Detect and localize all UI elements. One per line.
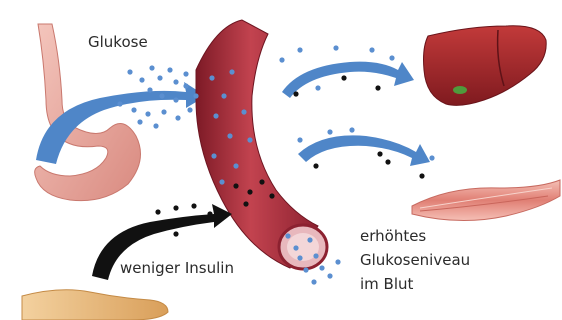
glucose-dot [173, 79, 178, 84]
glucose-dot [219, 179, 224, 184]
insulin-label: weniger Insulin [120, 258, 234, 278]
insulin-dot [191, 203, 196, 208]
glucose-dot [315, 85, 320, 90]
glucose-dot [303, 267, 308, 272]
blood-glucose-level-line-2: Glukoseniveau [360, 248, 470, 272]
insulin-dot [243, 201, 248, 206]
glucose-dot [429, 155, 434, 160]
blood-vessel-icon [196, 20, 327, 269]
insulin-dot [377, 151, 382, 156]
glucose-dot [209, 75, 214, 80]
glucose-dot [173, 97, 178, 102]
glucose-dot [297, 47, 302, 52]
insulin-dot [173, 231, 178, 236]
glucose-dot [131, 107, 136, 112]
blood-glucose-level-label: erhöhtes Glukoseniveau im Blut [360, 224, 470, 296]
insulin-dot [341, 75, 346, 80]
glucose-dot [313, 253, 318, 258]
glucose-dot [139, 77, 144, 82]
glucose-dot [293, 245, 298, 250]
glucose-dot [147, 87, 152, 92]
glucose-dot [167, 67, 172, 72]
insulin-dot [419, 173, 424, 178]
glucose-dot [247, 137, 252, 142]
glucose-dot [117, 101, 122, 106]
glucose-dot [227, 133, 232, 138]
insulin-dot [247, 189, 252, 194]
glucose-dot [211, 153, 216, 158]
insulin-dot [375, 85, 380, 90]
glucose-dot [333, 45, 338, 50]
blood-glucose-level-line-1: erhöhtes [360, 224, 470, 248]
glucose-dot [369, 47, 374, 52]
glucose-dot [127, 69, 132, 74]
glucose-dot [187, 107, 192, 112]
glucose-dot [161, 109, 166, 114]
glucose-dot [149, 65, 154, 70]
insulin-dot [173, 205, 178, 210]
glucose-dot [229, 69, 234, 74]
glucose-dot [221, 93, 226, 98]
glucose-dot [153, 123, 158, 128]
insulin-dot [155, 209, 160, 214]
glucose-dot [307, 237, 312, 242]
glucose-dot [297, 137, 302, 142]
glucose-dot [157, 75, 162, 80]
glucose-dot [241, 109, 246, 114]
pancreas-icon [22, 290, 168, 320]
glucose-dot [193, 93, 198, 98]
insulin-dot [293, 91, 298, 96]
glucose-dot [285, 233, 290, 238]
glucose-dot [319, 265, 324, 270]
insulin-dot [259, 179, 264, 184]
muscle-arrow [298, 135, 430, 166]
glucose-dot [145, 111, 150, 116]
glucose-dot [311, 279, 316, 284]
glucose-dot [349, 127, 354, 132]
glucose-dot [297, 255, 302, 260]
insulin-dot [269, 193, 274, 198]
liver-arrow [282, 62, 414, 98]
glucose-label: Glukose [88, 32, 148, 52]
glucose-dot [279, 57, 284, 62]
insulin-dot [233, 183, 238, 188]
glucose-dot [159, 93, 164, 98]
glucose-dot [327, 129, 332, 134]
glucose-dot [389, 55, 394, 60]
glucose-dot [137, 119, 142, 124]
blood-glucose-level-line-3: im Blut [360, 272, 470, 296]
glucose-dot [233, 163, 238, 168]
insulin-dot [385, 159, 390, 164]
insulin-dot [207, 211, 212, 216]
glucose-dot [183, 83, 188, 88]
muscle-icon [412, 180, 560, 221]
liver-icon [424, 26, 547, 106]
insulin-dot [313, 163, 318, 168]
glucose-dot [335, 259, 340, 264]
glucose-dot [183, 71, 188, 76]
glucose-dot [175, 115, 180, 120]
glucose-dot [213, 113, 218, 118]
glucose-dot [327, 273, 332, 278]
